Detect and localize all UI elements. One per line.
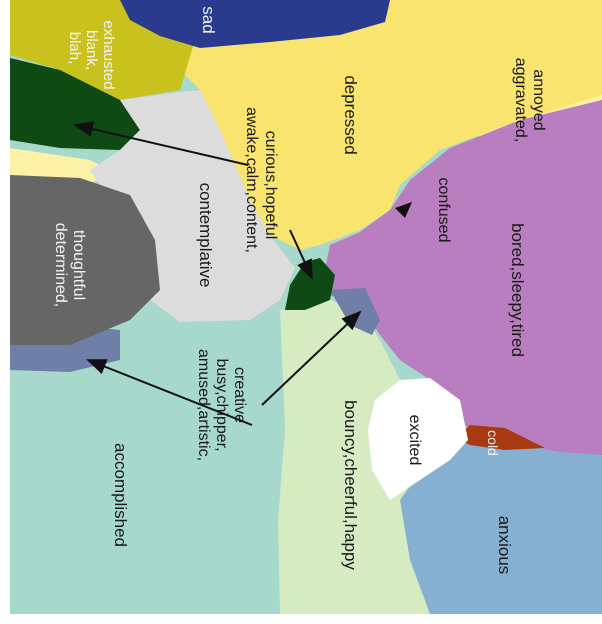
bouncy-region bbox=[278, 300, 430, 614]
excited-region bbox=[368, 378, 468, 500]
determined-region bbox=[10, 175, 160, 345]
label-depressed: depressed bbox=[341, 75, 360, 154]
label-awake-1: awake,calm,content, bbox=[243, 107, 260, 253]
label-blah-3: exhausted bbox=[100, 20, 117, 89]
label-amused-3: creative bbox=[231, 367, 248, 423]
label-confused: confused bbox=[435, 178, 452, 243]
arrow-amused-to-slate bbox=[86, 359, 253, 426]
label-determined-2: thoughtful bbox=[70, 230, 87, 300]
arrow-depressed-tip bbox=[395, 202, 412, 218]
label-amused-2: busy,chipper, bbox=[213, 358, 230, 451]
label-awake-2: curious,hopeful bbox=[262, 131, 279, 240]
label-excited: excited bbox=[406, 415, 423, 466]
arrow-awake-to-green bbox=[73, 121, 249, 166]
depressed-region bbox=[170, 0, 602, 250]
label-cold: cold bbox=[485, 430, 501, 456]
cold-region bbox=[455, 425, 545, 450]
label-bored: bored,sleepy,tired bbox=[508, 223, 527, 357]
label-determined-1: determined, bbox=[52, 223, 69, 308]
dark-green-region bbox=[10, 58, 140, 150]
label-aggravated-2: annoyed bbox=[530, 69, 547, 130]
arrow-awake-to-center bbox=[289, 229, 313, 280]
label-accomplished: accomplished bbox=[111, 443, 130, 547]
label-amused-1: amused,artistic, bbox=[195, 349, 212, 461]
label-aggravated-1: aggravated, bbox=[512, 58, 529, 143]
anxious-region bbox=[400, 440, 602, 614]
label-sad: sad bbox=[199, 6, 218, 33]
sad-region bbox=[120, 0, 390, 48]
label-bouncy: bouncy,cheerful,happy bbox=[341, 400, 360, 570]
arrow-amused-to-center bbox=[261, 310, 362, 406]
label-contemplative: contemplative bbox=[196, 183, 215, 288]
left-yellow-strip bbox=[10, 148, 120, 185]
label-blah-2: blank, bbox=[83, 30, 100, 70]
label-blah-1: blah, bbox=[66, 32, 83, 65]
bored-region bbox=[320, 100, 602, 460]
center-dark-green-region bbox=[285, 258, 335, 310]
label-anxious: anxious bbox=[495, 516, 514, 575]
